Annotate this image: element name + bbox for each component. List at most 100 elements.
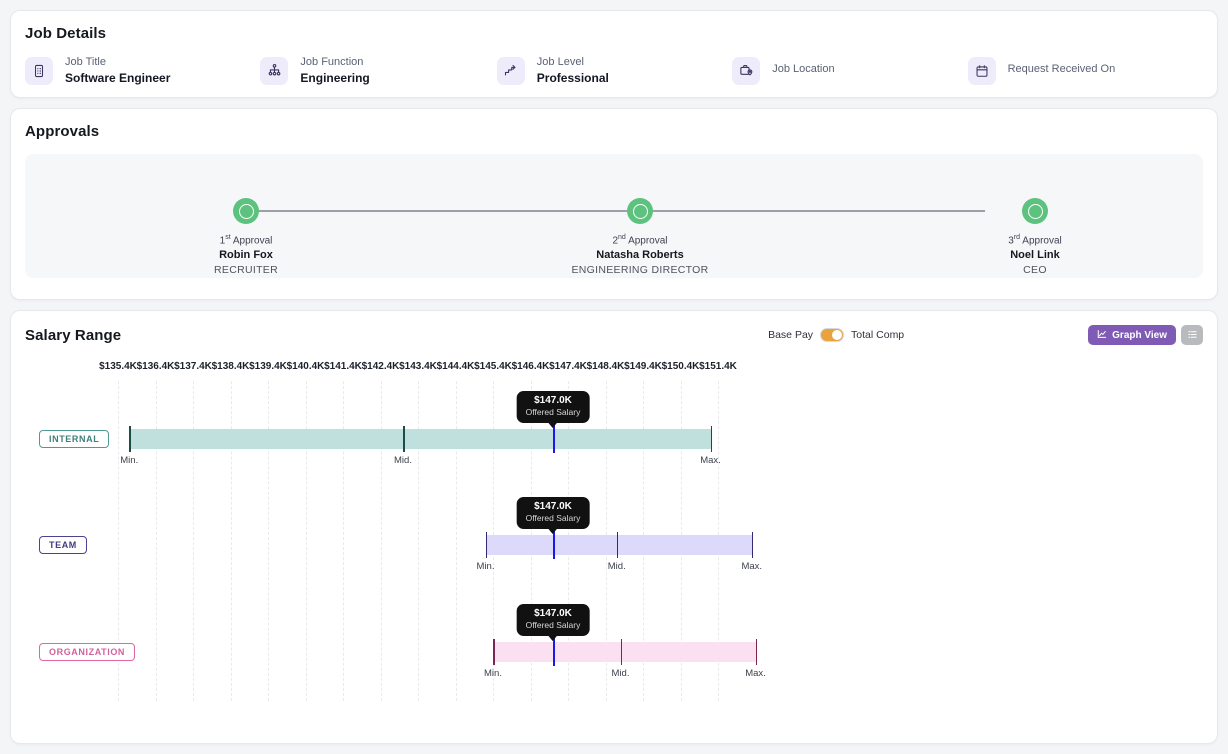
axis-tick-label: $142.4K [361,361,400,372]
approval-name: Noel Link [1010,249,1060,262]
approval-step-2[interactable]: 2nd Approval Natasha Roberts ENGINEERING… [560,154,720,277]
gridline [230,381,232,701]
range-badge: ORGANIZATION [39,643,136,661]
approval-order-suffix: rd [1013,234,1021,241]
salary-range-controls: Base Pay Total Comp Graph View [768,325,1203,345]
range-tick-label: Min. [484,668,502,679]
tooltip-caption: Offered Salary [525,620,581,630]
gridline [380,381,382,701]
pay-type-toggle[interactable]: Base Pay Total Comp [768,328,904,342]
axis-tick-label: $137.4K [174,361,212,372]
range-tick-label: Min. [120,455,139,466]
gridline [418,381,419,701]
job-field-label: Job Title [65,56,106,68]
range-badge: TEAM [39,536,87,554]
offered-salary-marker [553,531,556,559]
axis-tick-label: $150.4K [661,361,700,372]
salary-range-title: Salary Range [25,326,122,344]
job-title-icon [25,56,53,85]
range-tick-label: Mid. [611,668,630,679]
gridline [343,381,344,701]
approval-role: RECRUITER [214,264,278,277]
tooltip-arrow [548,635,558,641]
range-tick [751,532,754,558]
range-tick [620,639,623,665]
tooltip-value: $147.0K [534,608,572,619]
tooltip-caption: Offered Salary [525,513,581,523]
offered-salary-marker [553,638,556,666]
toggle-label-total-comp: Total Comp [851,329,905,341]
approvals-card: Approvals 1st Approval Robin Fox RECRUIT… [10,108,1218,300]
graph-view-label: Graph View [1112,329,1167,341]
approval-name: Natasha Roberts [596,249,684,262]
approval-step-3[interactable]: 3rd Approval Noel Link CEO [955,154,1115,277]
job-field-label: Job Function [300,56,364,68]
salary-range-header: Salary Range Base Pay Total Comp [25,325,1203,345]
approval-order: 2nd Approval [560,232,720,247]
range-bar[interactable] [485,535,752,555]
tooltip-arrow [548,528,558,534]
chart-line-icon [1097,329,1107,342]
range-tick-label: Max. [741,561,763,572]
list-view-button[interactable] [1181,325,1203,345]
job-details-title: Job Details [25,25,107,42]
list-view-icon [1187,328,1198,343]
job-location-icon [732,56,761,85]
approval-order-suffix: st [225,234,231,241]
approval-role: ENGINEERING DIRECTOR [571,264,709,277]
salary-range-chart: $135.4K$136.4K$137.4K$138.4K$139.4K$140.… [25,361,1203,711]
gridline [455,381,457,701]
job-details-card: Job Details Job Title Softw [10,10,1218,98]
range-tick [485,532,488,558]
job-level-icon [496,56,525,85]
tooltip-arrow [548,422,558,428]
job-field-value: Software Engineer [65,71,171,85]
range-tick [710,426,713,452]
approval-order-number: 3 [1008,235,1014,247]
job-field-job-level: Job Level Professional [496,56,732,85]
job-function-icon [260,56,289,85]
job-field-value: Professional [536,71,609,85]
pay-type-switch[interactable] [820,328,845,342]
offered-salary-marker [553,425,556,453]
approvals-title: Approvals [25,123,100,140]
approval-order: 1st Approval [166,232,326,247]
range-tick-label: Max. [700,455,721,466]
approval-order-label: Approval [628,235,668,247]
job-field-job-location: Job Location [732,56,967,85]
approval-order: 3rd Approval [955,232,1115,247]
toggle-label-base-pay: Base Pay [768,329,814,341]
range-bar[interactable] [129,429,711,449]
graph-view-button[interactable]: Graph View [1088,325,1176,345]
approval-name: Robin Fox [219,249,273,262]
gridline [193,381,194,701]
axis-tick-label: $143.4K [399,361,437,372]
range-tick [616,532,619,558]
job-field-request-received-on: Request Received On [967,56,1203,85]
approval-order-number: 1 [219,235,226,247]
axis-tick-label: $151.4K [699,361,737,372]
approval-order-label: Approval [232,235,273,247]
axis-tick-label: $135.4K [99,361,137,372]
gridline [268,381,269,701]
axis-tick-label: $141.4K [324,361,362,372]
range-badge: INTERNAL [39,430,110,448]
approval-order-number: 2 [612,235,619,247]
range-bar[interactable] [493,642,756,662]
axis-tick-label: $147.4K [549,361,587,372]
approval-status-dot [233,198,259,224]
job-field-label: Job Level [536,56,584,68]
range-tick [755,639,758,665]
approval-step-1[interactable]: 1st Approval Robin Fox RECRUITER [166,154,326,277]
approvals-timeline: 1st Approval Robin Fox RECRUITER 2nd App… [25,154,1203,278]
approval-order-label: Approval [1022,235,1062,247]
job-field-job-title: Job Title Software Engineer [25,56,260,85]
axis-tick-label: $146.4K [511,361,550,372]
tooltip-value: $147.0K [534,395,572,406]
job-details-grid: Job Title Software Engineer [25,56,1203,85]
range-tick [493,639,495,665]
axis-tick-label: $145.4K [474,361,512,372]
